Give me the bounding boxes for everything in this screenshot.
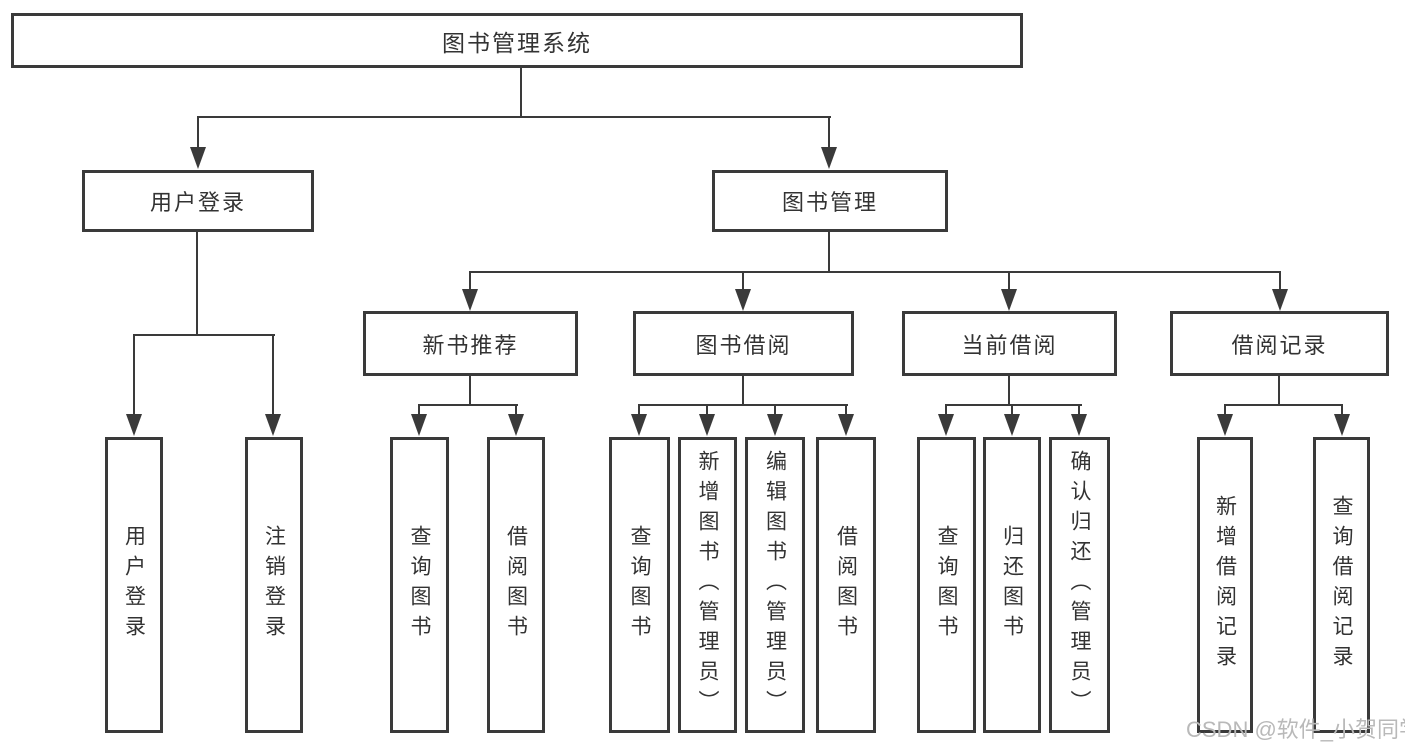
node-label: 图书管理系统: [442, 29, 592, 56]
node-book-management: 图书管理: [712, 170, 948, 232]
arrow-down-icon: [265, 414, 281, 436]
connector-line: [742, 376, 744, 406]
watermark: CSDN @软件_小贺同学: [1186, 717, 1405, 742]
connector-line: [638, 404, 848, 406]
arrow-down-icon: [1272, 289, 1288, 311]
node-new-book-recommend: 新书推荐: [363, 311, 578, 376]
arrow-down-icon: [126, 414, 142, 436]
connector-line: [1341, 404, 1343, 415]
connector-line: [515, 404, 517, 415]
connector-line: [469, 376, 471, 406]
leaf-logout: 注销登录: [245, 437, 303, 733]
leaf-label: 归还图书: [1000, 525, 1024, 645]
leaf-label: 编辑图书（管理员）: [763, 450, 787, 720]
connector-line: [1279, 271, 1281, 289]
leaf-query-books-recommend: 查询图书: [390, 437, 449, 733]
connector-line: [845, 404, 847, 415]
connector-line: [1008, 376, 1010, 406]
leaf-return-book: 归还图书: [983, 437, 1041, 733]
connector-line: [418, 404, 420, 415]
arrow-down-icon: [821, 147, 837, 169]
leaf-add-borrow-record: 新增借阅记录: [1197, 437, 1253, 733]
connector-line: [638, 404, 640, 415]
arrow-down-icon: [699, 414, 715, 436]
arrow-down-icon: [1334, 414, 1350, 436]
node-label: 图书管理: [781, 190, 878, 215]
leaf-label: 用户登录: [122, 525, 146, 645]
node-borrowing-records: 借阅记录: [1170, 311, 1389, 376]
arrow-down-icon: [767, 414, 783, 436]
leaf-label: 借阅图书: [504, 525, 528, 645]
connector-line: [828, 232, 830, 273]
connector-line: [1008, 271, 1010, 289]
connector-line: [742, 271, 744, 289]
leaf-query-borrow-record: 查询借阅记录: [1313, 437, 1370, 733]
connector-line: [520, 68, 522, 117]
leaf-label: 查询图书: [935, 525, 958, 645]
connector-line: [272, 334, 274, 415]
leaf-confirm-return-admin: 确认归还（管理员）: [1049, 437, 1110, 733]
connector-line: [197, 116, 199, 148]
connector-line: [945, 404, 947, 415]
node-label: 当前借阅: [961, 332, 1058, 358]
node-user-login: 用户登录: [82, 170, 314, 232]
arrow-down-icon: [938, 414, 954, 436]
leaf-add-book-admin: 新增图书（管理员）: [678, 437, 737, 733]
leaf-borrow-books-borrowing: 借阅图书: [816, 437, 876, 733]
leaf-label: 新增借阅记录: [1213, 495, 1237, 675]
leaf-label: 注销登录: [262, 525, 286, 645]
leaf-user-login: 用户登录: [105, 437, 163, 733]
arrow-down-icon: [631, 414, 647, 436]
connector-line: [469, 271, 471, 289]
leaf-label: 查询图书: [408, 525, 431, 645]
connector-line: [469, 271, 1281, 273]
arrow-down-icon: [411, 414, 427, 436]
leaf-edit-book-admin: 编辑图书（管理员）: [745, 437, 805, 733]
connector-line: [1224, 404, 1226, 415]
connector-line: [945, 404, 1082, 406]
connector-line: [196, 232, 198, 336]
node-library-management-system: 图书管理系统: [11, 13, 1023, 68]
connector-line: [133, 334, 275, 336]
leaf-label: 新增图书（管理员）: [696, 450, 719, 720]
arrow-down-icon: [1071, 414, 1087, 436]
arrow-down-icon: [508, 414, 524, 436]
connector-line: [133, 334, 135, 415]
leaf-label: 查询借阅记录: [1330, 495, 1353, 675]
connector-line: [828, 116, 830, 148]
node-book-borrowing: 图书借阅: [633, 311, 854, 376]
connector-line: [1278, 376, 1280, 406]
leaf-query-books-current: 查询图书: [917, 437, 976, 733]
arrow-down-icon: [735, 289, 751, 311]
arrow-down-icon: [462, 289, 478, 311]
node-label: 图书借阅: [695, 332, 792, 358]
leaf-label: 确认归还（管理员）: [1068, 450, 1091, 720]
leaf-label: 借阅图书: [834, 525, 858, 645]
arrow-down-icon: [1217, 414, 1233, 436]
connector-line: [1011, 404, 1013, 415]
node-label: 用户登录: [149, 190, 246, 215]
node-label: 新书推荐: [422, 332, 519, 358]
connector-line: [774, 404, 776, 415]
connector-line: [706, 404, 708, 415]
connector-line: [197, 116, 831, 118]
connector-line: [1224, 404, 1343, 406]
leaf-label: 查询图书: [628, 525, 651, 645]
arrow-down-icon: [1004, 414, 1020, 436]
leaf-query-books-borrowing: 查询图书: [609, 437, 670, 733]
connector-line: [418, 404, 518, 406]
connector-line: [1078, 404, 1080, 415]
arrow-down-icon: [1001, 289, 1017, 311]
node-current-borrowing: 当前借阅: [902, 311, 1117, 376]
node-label: 借阅记录: [1231, 332, 1328, 358]
leaf-borrow-books-recommend: 借阅图书: [487, 437, 545, 733]
arrow-down-icon: [838, 414, 854, 436]
arrow-down-icon: [190, 147, 206, 169]
